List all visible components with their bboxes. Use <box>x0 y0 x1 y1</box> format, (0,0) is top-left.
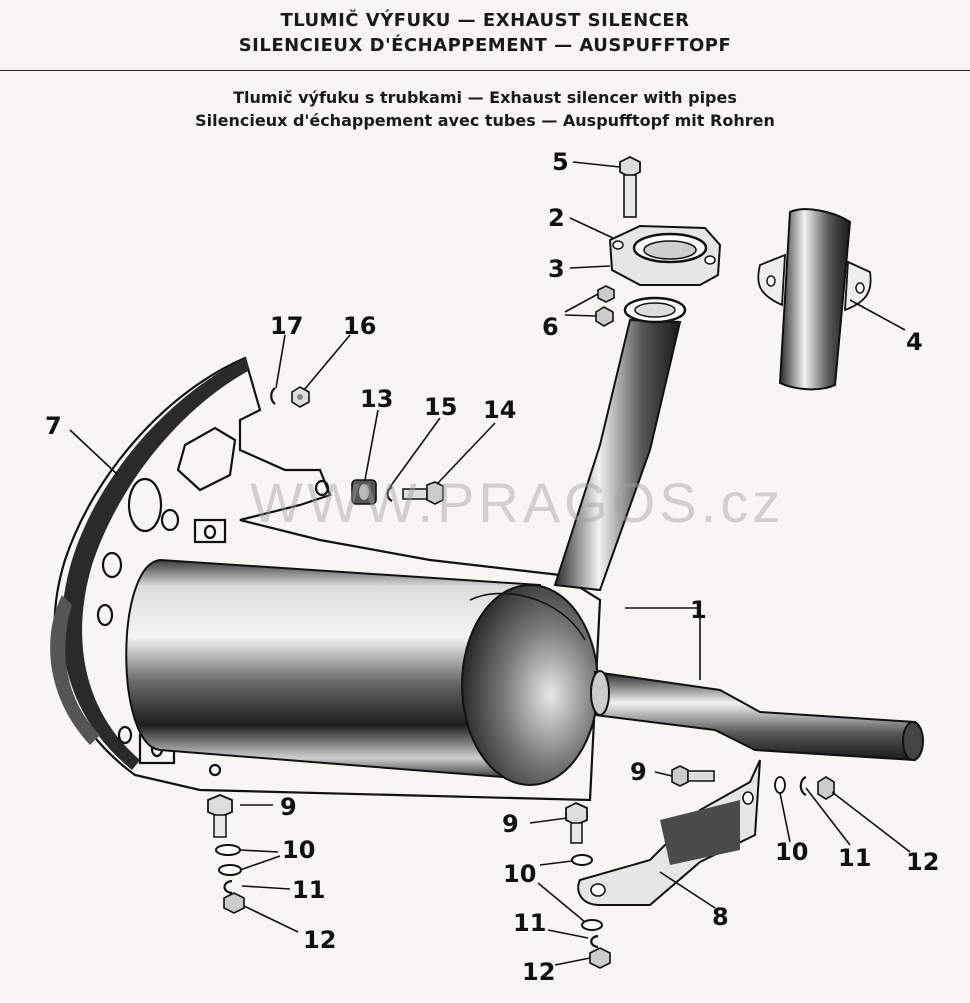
callout-9-left: 9 <box>280 793 297 821</box>
diagram-subtitle: Tlumič výfuku s trubkami — Exhaust silen… <box>0 86 970 132</box>
callout-12-middle: 12 <box>522 958 555 986</box>
callout-7: 7 <box>45 412 62 440</box>
subtitle-line-1: Tlumič výfuku s trubkami — Exhaust silen… <box>233 88 737 107</box>
callout-12-left: 12 <box>303 926 336 954</box>
exhaust-tailpipe <box>590 670 924 762</box>
mount-hardware <box>270 386 444 505</box>
page-header: TLUMIČ VÝFUKU — EXHAUST SILENCER SILENCI… <box>0 0 970 71</box>
callout-16: 16 <box>343 312 376 340</box>
callout-9-right: 9 <box>630 758 647 786</box>
bolt-stack-middle <box>565 802 611 969</box>
pipe-bracket-sleeve <box>757 208 872 391</box>
title-line-1: TLUMIČ VÝFUKU — EXHAUST SILENCER <box>280 10 690 31</box>
clamp-bolt <box>619 155 641 218</box>
callout-6: 6 <box>542 313 559 341</box>
callout-10-left: 10 <box>282 836 315 864</box>
callouts: 5 2 3 6 4 17 16 13 15 14 7 1 9 10 11 12 … <box>45 148 939 986</box>
heat-shield <box>50 356 602 802</box>
callout-10-right: 10 <box>775 838 808 866</box>
title-line-2: SILENCIEUX D'ÉCHAPPEMENT — AUSPUFFTOPF <box>238 35 732 56</box>
callout-17: 17 <box>270 312 303 340</box>
subtitle-line-2: Silencieux d'échappement avec tubes — Au… <box>195 111 775 130</box>
leader-lines <box>69 161 911 966</box>
callout-11-middle: 11 <box>513 909 546 937</box>
callout-11-left: 11 <box>292 876 325 904</box>
callout-4: 4 <box>906 328 923 356</box>
hanger-hardware <box>671 765 835 800</box>
callout-15: 15 <box>424 393 457 421</box>
hanger-bracket <box>577 759 761 906</box>
exhaust-inlet-pipe <box>553 296 687 592</box>
callout-1: 1 <box>690 596 707 624</box>
callout-13: 13 <box>360 385 393 413</box>
pipe-clamp <box>608 224 722 286</box>
clamp-nuts <box>595 285 615 327</box>
silencer-body <box>125 558 599 786</box>
callout-9-middle: 9 <box>502 810 519 838</box>
callout-2: 2 <box>548 204 565 232</box>
callout-14: 14 <box>483 396 516 424</box>
callout-12-right: 12 <box>906 848 939 876</box>
callout-10-middle: 10 <box>503 860 536 888</box>
bolt-stack-left <box>207 794 245 914</box>
callout-8: 8 <box>712 903 729 931</box>
watermark: WWW.PRAGOS.cz <box>250 471 785 534</box>
callout-11-right: 11 <box>838 844 871 872</box>
callout-3: 3 <box>548 255 565 283</box>
callout-5: 5 <box>552 148 569 176</box>
